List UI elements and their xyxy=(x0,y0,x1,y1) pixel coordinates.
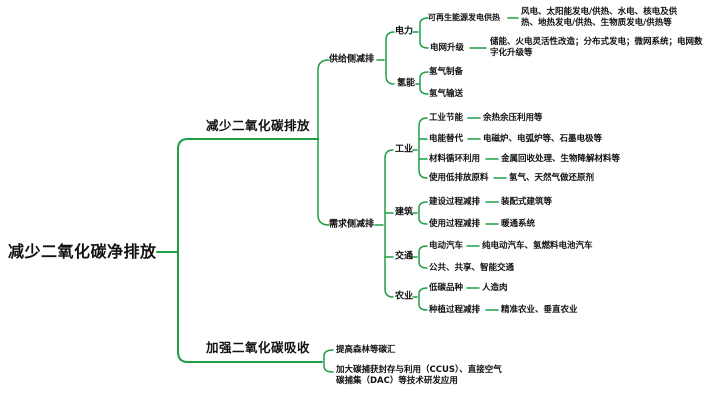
node-grid-upgrade: 电网升级 xyxy=(430,42,465,53)
leaf-grid-detail: 储能、火电灵活性改造；分布式发电；微网系统；电网数字化升级等 xyxy=(490,37,703,58)
node-supply-side: 供给侧减排 xyxy=(329,54,375,65)
node-construction-process: 建设过程减排 xyxy=(429,196,481,207)
root-node: 减少二氧化碳净排放 xyxy=(8,242,157,261)
node-forest-carbon-sink: 提高森林等碳汇 xyxy=(336,344,396,355)
node-industry: 工业 xyxy=(395,144,414,155)
node-material-recycling: 材料循环利用 xyxy=(429,153,481,164)
node-ccus-dac: 加大碳捕获封存与利用（CCUS）、直接空气碳捕集（DAC）等技术研发应用 xyxy=(336,365,502,386)
node-industrial-energy-saving: 工业节能 xyxy=(429,112,464,123)
leaf-hvac-system: 暖通系统 xyxy=(501,218,536,229)
trunk-lines xyxy=(156,138,323,363)
node-low-carbon-varieties: 低碳品种 xyxy=(429,282,464,293)
branch-strengthen-absorption: 加强二氧化碳吸收 xyxy=(206,340,311,355)
node-hydrogen-production: 氢气制备 xyxy=(429,66,464,77)
node-demand-side: 需求侧减排 xyxy=(329,219,375,230)
node-agriculture: 农业 xyxy=(395,291,414,302)
node-electric-substitution: 电能替代 xyxy=(429,133,464,144)
leaf-metal-recycling: 金属回收处理、生物降解材料等 xyxy=(501,153,621,164)
leaf-precision-agriculture: 精准农业、垂直农业 xyxy=(501,304,578,315)
node-transport: 交通 xyxy=(395,251,414,262)
leaf-waste-heat: 余热余压利用等 xyxy=(483,112,543,123)
leaf-artificial-meat: 人造肉 xyxy=(482,282,508,293)
leaf-hydrogen-reductant: 氢气、天然气做还原剂 xyxy=(509,172,595,183)
branch-reduce-emissions: 减少二氧化碳排放 xyxy=(206,118,311,133)
agriculture-bracket xyxy=(418,287,428,311)
hydrogen-bracket xyxy=(419,71,429,95)
node-public-shared-smart-transport: 公共、共享、智能交通 xyxy=(429,262,515,273)
building-bracket xyxy=(418,201,428,225)
transport-bracket xyxy=(418,245,428,269)
demand-bracket xyxy=(384,149,394,298)
absorb-bracket xyxy=(323,349,334,373)
node-building: 建筑 xyxy=(395,207,414,218)
leaf-bev-fcev: 纯电动汽车、氢燃料电池汽车 xyxy=(482,240,593,251)
industry-bracket xyxy=(418,117,428,179)
node-hydrogen-transport: 氢气输送 xyxy=(429,88,464,99)
leaf-prefab-buildings: 装配式建筑等 xyxy=(501,196,553,207)
node-hydrogen: 氢能 xyxy=(397,78,416,89)
leaf-electric-furnaces: 电磁炉、电弧炉等、石墨电极等 xyxy=(483,133,603,144)
leaf-renewable-detail: 风电、太阳能发电/供热、水电、核电及供热、地热发电/供热、生物质发电/供热等 xyxy=(521,7,678,28)
supply-bracket xyxy=(385,31,395,85)
node-power: 电力 xyxy=(395,26,414,37)
reduce-bracket xyxy=(317,59,330,226)
node-renewable-energy: 可再生能源发电供热 xyxy=(428,13,500,22)
node-planting-process: 种植过程减排 xyxy=(429,304,481,315)
node-usage-process: 使用过程减排 xyxy=(429,218,481,229)
power-bracket xyxy=(419,17,429,49)
node-electric-vehicles: 电动汽车 xyxy=(429,240,464,251)
node-low-emission-materials: 使用低排放原料 xyxy=(429,172,489,183)
